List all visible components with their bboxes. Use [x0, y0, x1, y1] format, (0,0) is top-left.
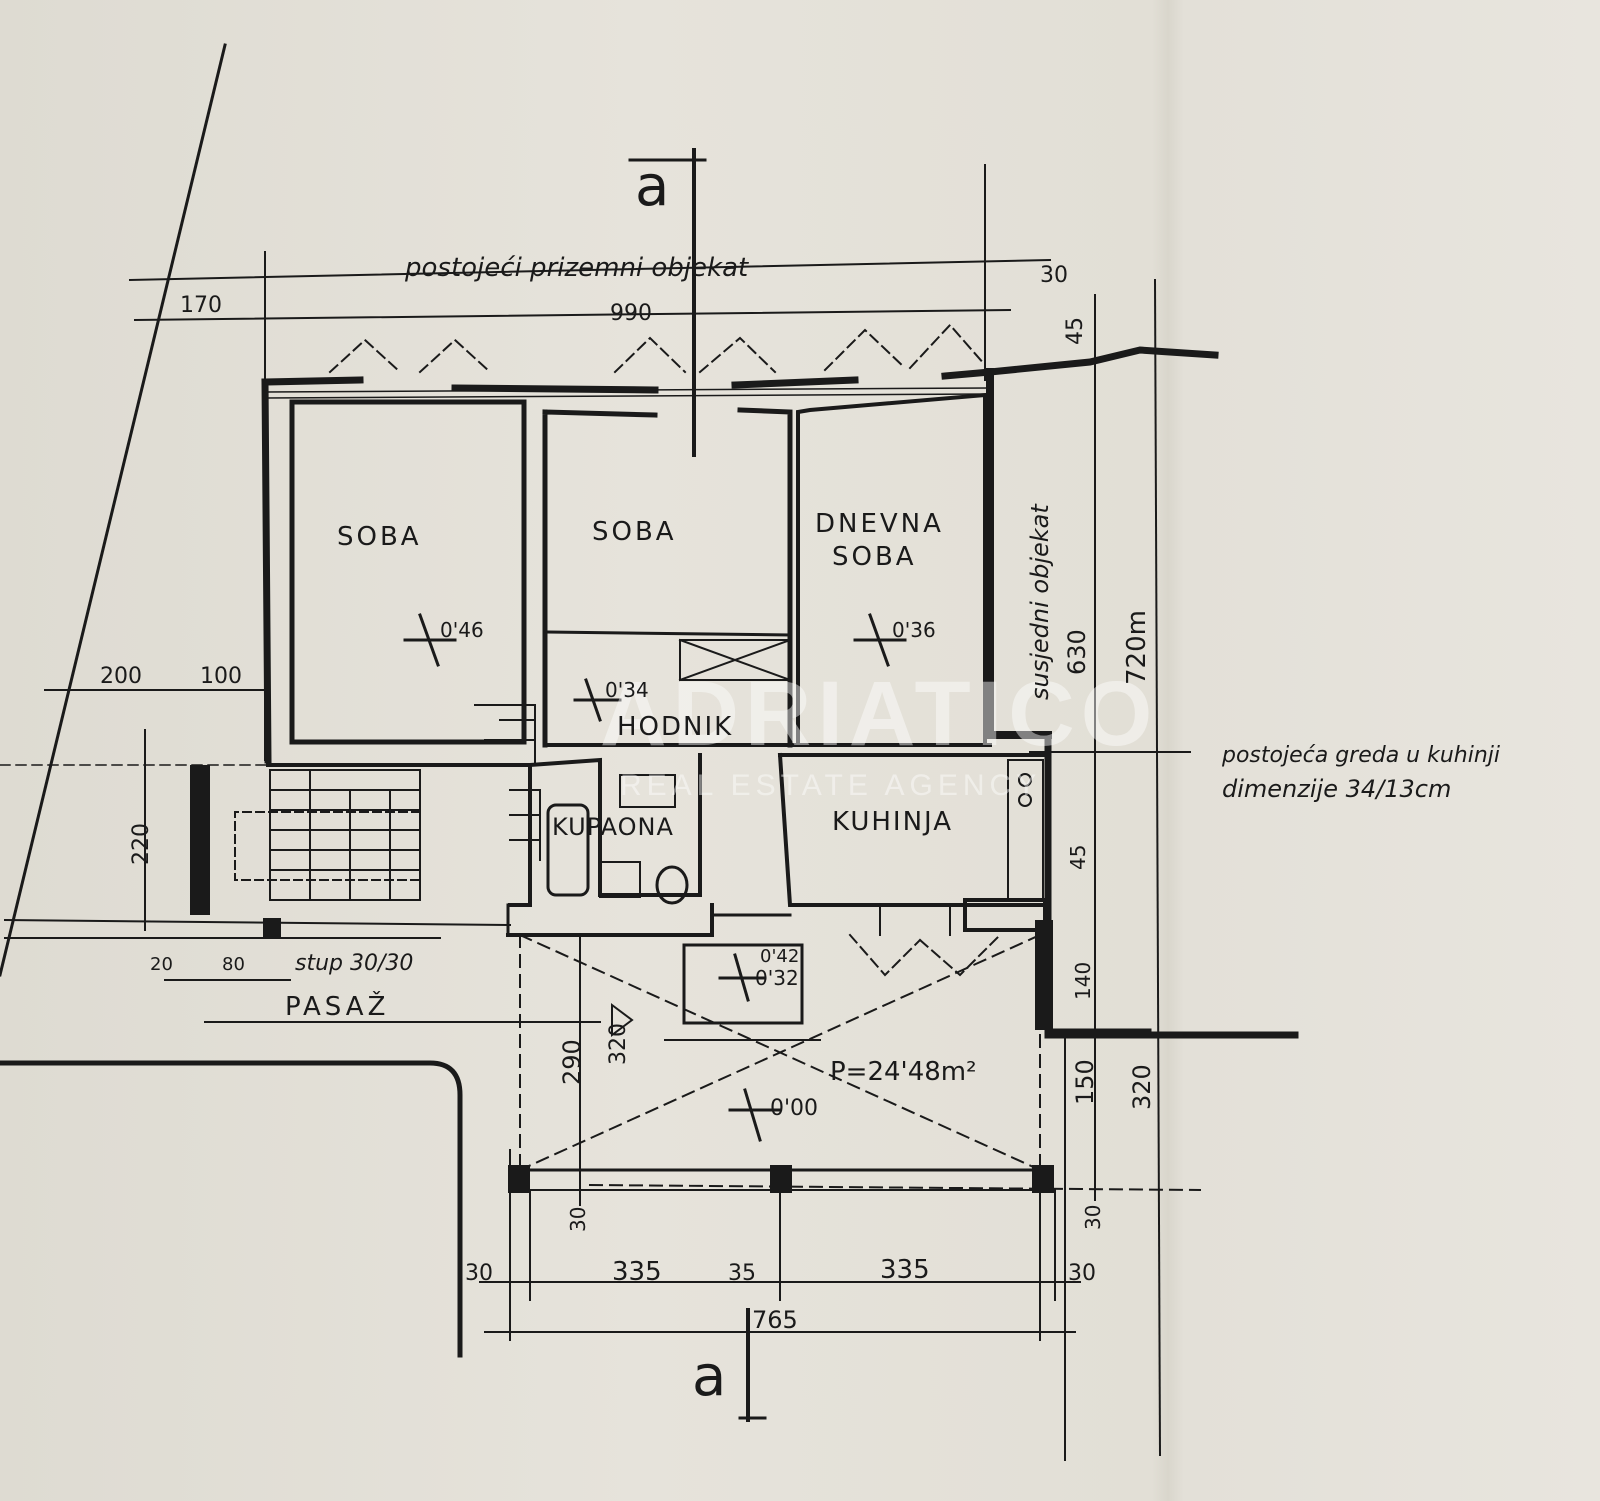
dim-b-35: 35: [728, 1261, 756, 1286]
dim-30-right: 30: [1081, 1205, 1105, 1230]
elevation-stairs: 0'42: [760, 946, 799, 967]
dim-320-pasaz: 320: [606, 1023, 631, 1065]
property-line: [0, 43, 227, 977]
dim-100: 100: [200, 664, 242, 689]
dim-720m: 720m: [1122, 610, 1152, 685]
room-label-soba-1: SOBA: [337, 522, 422, 552]
elevation-entry: 0'32: [755, 966, 799, 990]
outer-wall: [261, 346, 1219, 764]
room-label-dnevna: DNEVNA: [815, 509, 944, 539]
dim-20: 20: [150, 954, 173, 975]
elevation-dnevna: 0'36: [892, 618, 936, 642]
existing-building-label: postojeći prizemni objekat: [404, 253, 749, 283]
column: [770, 1165, 792, 1193]
room-label-dnevna-soba: SOBA: [832, 542, 917, 572]
stove: [1007, 759, 1044, 901]
section-marker-bottom: a: [692, 1344, 726, 1409]
bathtub: [546, 803, 590, 897]
neighbor-building-label: susjedni objekat: [1026, 503, 1054, 700]
dim-320-right: 320: [1128, 1064, 1156, 1110]
dim-290: 290: [558, 1039, 586, 1085]
dim-990: 990: [610, 301, 652, 326]
street-curb: [0, 1060, 463, 1358]
dim-200: 200: [100, 664, 142, 689]
dim-b-765: 765: [752, 1306, 798, 1334]
beam-note-line2: dimenzije 34/13cm: [1222, 775, 1451, 803]
dim-45-mid: 45: [1066, 845, 1090, 870]
area-note: P=24'48m²: [830, 1057, 977, 1087]
column-note: stup 30/30: [295, 951, 413, 976]
section-marker-top: a: [635, 154, 669, 219]
room-label-soba-2: SOBA: [592, 517, 677, 547]
dim-630: 630: [1063, 629, 1091, 675]
elevation-ground: 0'00: [770, 1096, 818, 1121]
room-label-kuhinja: KUHINJA: [832, 807, 953, 837]
room-label-pasaz: PASAŽ: [285, 990, 389, 1022]
dim-80: 80: [222, 954, 245, 975]
dim-150: 150: [1071, 1059, 1099, 1105]
staircase: [234, 769, 421, 901]
toilet: [655, 865, 689, 905]
room-label-kupaona: KUPAONA: [552, 813, 674, 841]
watermark-tagline: REAL ESTATE AGENCY: [620, 769, 1041, 802]
elevation-soba: 0'46: [440, 618, 484, 642]
existing-building-line: [128, 258, 1052, 282]
dim-220: 220: [129, 823, 154, 865]
dim-45-top: 45: [1063, 317, 1088, 345]
elevation-hodnik: 0'34: [605, 678, 649, 702]
dim-b-30-right: 30: [1068, 1261, 1096, 1286]
dim-30-top: 30: [1040, 263, 1068, 288]
dim-b-30-left: 30: [465, 1261, 493, 1286]
dim-170: 170: [180, 293, 222, 318]
dim-140: 140: [1071, 962, 1095, 1000]
dim-line-top: [133, 308, 1012, 322]
dim-b-335-left: 335: [612, 1257, 662, 1287]
dim-30-pasaz: 30: [566, 1207, 590, 1232]
beam-note-line1: postojeća greda u kuhinji: [1221, 743, 1500, 768]
room-label-hodnik: HODNIK: [617, 712, 733, 742]
watermark-brand: ADRIATICO: [600, 663, 1158, 765]
column: [508, 1165, 530, 1193]
column: [1032, 1165, 1054, 1193]
dim-b-335-right: 335: [880, 1255, 930, 1285]
